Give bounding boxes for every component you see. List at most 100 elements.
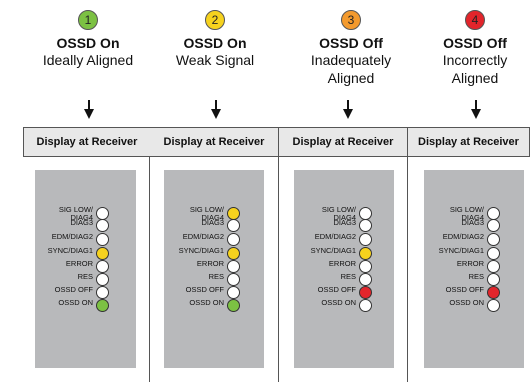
led-row-res: RES bbox=[424, 272, 500, 286]
receiver-display-4 bbox=[424, 170, 524, 368]
led-indicator-icon bbox=[227, 273, 240, 286]
step-number-badge-4: 4 bbox=[465, 10, 485, 30]
panel-header-3: Display at Receiver bbox=[279, 127, 408, 157]
led-indicator-icon bbox=[227, 260, 240, 273]
led-label: DIAG3 bbox=[70, 218, 93, 227]
led-indicator-icon bbox=[487, 273, 500, 286]
alignment-description-1: Ideally Aligned bbox=[42, 52, 134, 68]
led-label: SYNC/DIAG1 bbox=[47, 246, 93, 255]
panel-divider-2 bbox=[150, 157, 279, 382]
led-indicator-icon bbox=[359, 273, 372, 286]
led-indicator-icon bbox=[227, 233, 240, 246]
alignment-description-2: Weak Signal bbox=[175, 52, 255, 68]
led-label: SIG LOW/DIAG4 bbox=[321, 205, 356, 222]
led-row-edm-diag2: EDM/DIAG2 bbox=[294, 232, 372, 246]
led-label: ERROR bbox=[65, 259, 93, 268]
led-label: DIAG3 bbox=[201, 218, 224, 227]
led-indicator-icon bbox=[359, 260, 372, 273]
led-label: ERROR bbox=[196, 259, 224, 268]
led-indicator-icon bbox=[359, 299, 372, 312]
led-label: SIG LOW/DIAG4 bbox=[189, 205, 224, 222]
column-3-heading: 3 OSSD Off Inadequately Aligned bbox=[281, 0, 421, 87]
step-number-badge-2: 2 bbox=[205, 10, 225, 30]
led-row-sync-diag1: SYNC/DIAG1 bbox=[35, 246, 109, 260]
led-row-ossd-off: OSSD OFF bbox=[164, 285, 240, 299]
led-row-diag3: DIAG3 bbox=[35, 218, 109, 232]
led-label: OSSD OFF bbox=[54, 285, 93, 294]
led-indicator-icon bbox=[487, 219, 500, 232]
led-label: RES bbox=[340, 272, 356, 281]
led-row-error: ERROR bbox=[294, 260, 372, 273]
panel-divider-3 bbox=[279, 157, 408, 382]
ossd-status-2: OSSD On bbox=[183, 35, 247, 51]
down-arrow-3 bbox=[347, 100, 349, 110]
led-label: DIAG3 bbox=[333, 218, 356, 227]
led-indicator-icon bbox=[96, 233, 109, 246]
led-row-edm-diag2: EDM/DIAG2 bbox=[164, 232, 240, 246]
arrowhead-1 bbox=[84, 109, 94, 119]
led-row-edm-diag2: EDM/DIAG2 bbox=[35, 232, 109, 246]
down-arrow-1 bbox=[88, 100, 90, 110]
arrowhead-2 bbox=[211, 109, 221, 119]
led-indicator-icon bbox=[96, 286, 109, 299]
column-4-heading: 4 OSSD Off Incorrectly Aligned bbox=[410, 0, 530, 87]
led-indicator-icon bbox=[96, 247, 109, 260]
ossd-status-4: OSSD Off bbox=[443, 35, 507, 51]
led-row-sync-diag1: SYNC/DIAG1 bbox=[164, 246, 240, 260]
led-indicator-icon bbox=[96, 219, 109, 232]
alignment-description-3: Inadequately Aligned bbox=[310, 52, 392, 86]
ossd-status-1: OSSD On bbox=[56, 35, 120, 51]
led-row-ossd-off: OSSD OFF bbox=[294, 285, 372, 299]
led-label: EDM/DIAG2 bbox=[442, 232, 484, 241]
led-indicator-icon bbox=[359, 286, 372, 299]
led-indicator-icon bbox=[487, 286, 500, 299]
led-indicator-icon bbox=[487, 260, 500, 273]
panel-header-1: Display at Receiver bbox=[23, 127, 151, 157]
led-indicator-icon bbox=[227, 286, 240, 299]
led-label: OSSD ON bbox=[449, 298, 484, 307]
receiver-display-2 bbox=[164, 170, 264, 368]
led-label: SIG LOW/DIAG4 bbox=[58, 205, 93, 222]
led-label: EDM/DIAG2 bbox=[51, 232, 93, 241]
led-label: SIG LOW/DIAG4 bbox=[449, 205, 484, 222]
down-arrow-4 bbox=[475, 100, 477, 110]
led-row-error: ERROR bbox=[424, 259, 500, 273]
led-row-sync-diag1: SYNC/DIAG1 bbox=[294, 247, 372, 260]
alignment-description-4: Incorrectly Aligned bbox=[442, 52, 508, 86]
led-label: ERROR bbox=[456, 259, 484, 268]
led-row-ossd-off: OSSD OFF bbox=[424, 285, 500, 299]
led-indicator-icon bbox=[96, 260, 109, 273]
led-row-edm-diag2: EDM/DIAG2 bbox=[424, 232, 500, 246]
receiver-display-1 bbox=[35, 170, 136, 368]
led-label: OSSD OFF bbox=[445, 285, 484, 294]
led-row-error: ERROR bbox=[35, 259, 109, 273]
step-number-badge-1: 1 bbox=[78, 10, 98, 30]
led-indicator-icon bbox=[359, 219, 372, 232]
led-indicator-icon bbox=[359, 247, 372, 260]
led-label: EDM/DIAG2 bbox=[314, 232, 356, 241]
led-label: RES bbox=[468, 272, 484, 281]
led-label: EDM/DIAG2 bbox=[182, 232, 224, 241]
panel-divider-1 bbox=[23, 157, 150, 382]
led-label: RES bbox=[208, 272, 224, 281]
led-row-ossd-on: OSSD ON bbox=[294, 299, 372, 312]
led-row-diag3: DIAG3 bbox=[424, 218, 500, 232]
led-label: DIAG3 bbox=[461, 218, 484, 227]
led-indicator-icon bbox=[96, 273, 109, 286]
led-indicator-icon bbox=[487, 233, 500, 246]
receiver-display-3 bbox=[294, 170, 394, 368]
led-row-ossd-on: OSSD ON bbox=[35, 299, 109, 312]
led-row-ossd-off: OSSD OFF bbox=[35, 285, 109, 299]
led-label: OSSD OFF bbox=[185, 285, 224, 294]
led-row-diag3: DIAG3 bbox=[294, 218, 372, 232]
led-indicator-icon bbox=[359, 233, 372, 246]
led-row-error: ERROR bbox=[164, 259, 240, 273]
led-row-res: RES bbox=[35, 273, 109, 286]
panel-header-2: Display at Receiver bbox=[150, 127, 279, 157]
led-label: SYNC/DIAG1 bbox=[178, 246, 224, 255]
led-label: OSSD OFF bbox=[317, 285, 356, 294]
